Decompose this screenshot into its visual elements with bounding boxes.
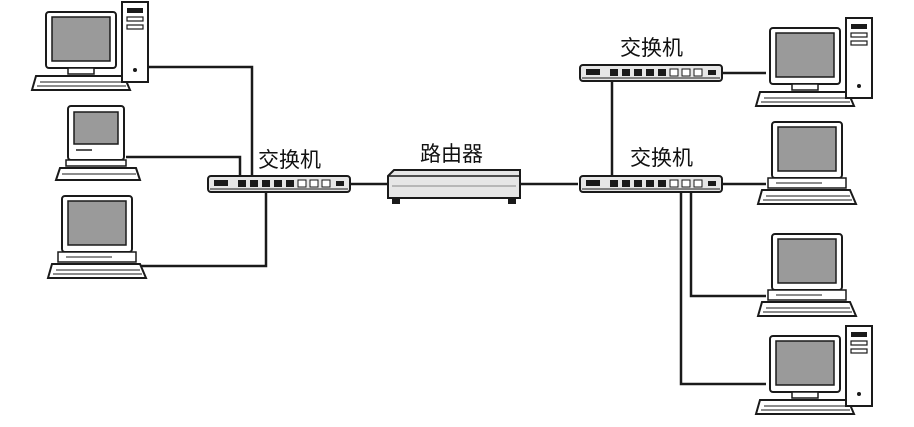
network-switch-icon	[207, 175, 351, 193]
network-switch-icon	[579, 175, 723, 193]
compact-computer-icon	[55, 105, 141, 181]
cable-pc1-switch	[148, 65, 254, 184]
cables	[126, 65, 766, 386]
desktop-tower-computer-icon	[755, 17, 873, 107]
router-label: 路由器	[420, 142, 483, 166]
network-switch-icon	[579, 64, 723, 82]
cable-pc3-switch	[126, 192, 268, 268]
desktop-computer-icon	[757, 121, 857, 205]
desktop-tower-computer-icon	[755, 325, 873, 415]
desktop-computer-icon	[757, 233, 857, 317]
switch-top-right-label: 交换机	[620, 36, 683, 60]
desktop-computer-icon	[47, 195, 147, 279]
cable-switch-mid-pc3	[679, 192, 766, 386]
desktop-tower-computer-icon	[31, 1, 149, 91]
cable-switch-mid-pc2	[689, 192, 766, 298]
switch-mid-right-label: 交换机	[630, 146, 693, 170]
switch-left-label: 交换机	[258, 148, 321, 172]
router-icon	[387, 169, 521, 204]
